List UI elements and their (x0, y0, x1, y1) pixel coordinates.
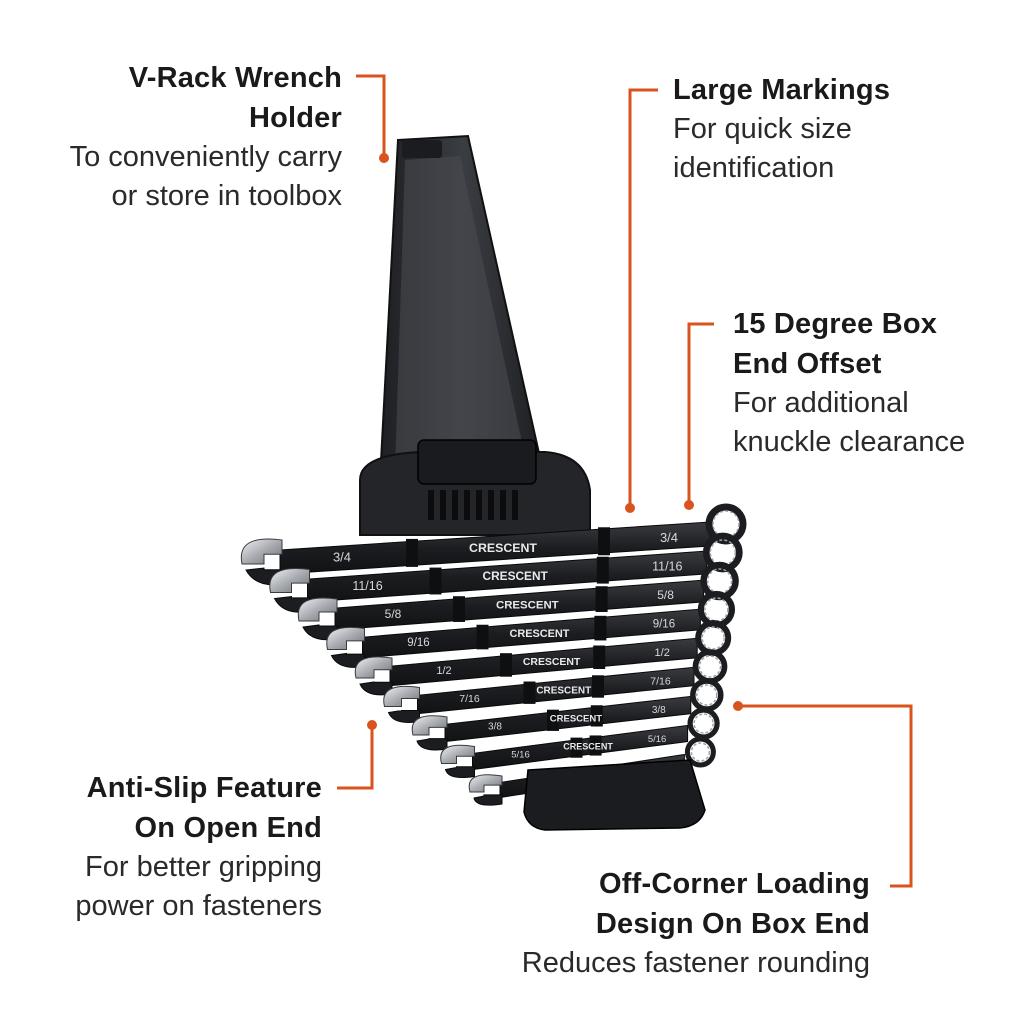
wrench-size-right: 5/16 (648, 734, 667, 745)
wrench-size-left: 3/4 (333, 550, 351, 565)
rack-divider (598, 527, 610, 556)
callout-anti-slip: Anti-Slip Feature On Open End For better… (10, 768, 322, 926)
wrench-size-right: 3/4 (660, 530, 678, 545)
wrench-size-left: 3/8 (488, 722, 502, 733)
rack-divider (406, 538, 418, 567)
rack-divider (595, 586, 608, 612)
wrench-size-left: 7/16 (459, 693, 480, 705)
wrench-brand: CRESCENT (550, 713, 602, 724)
wrench-open-end (411, 715, 448, 736)
rack-divider (593, 645, 606, 669)
wrench-open-end (297, 597, 338, 622)
wrench-brand: CRESCENT (563, 742, 613, 752)
wrench-size-right: 11/16 (652, 559, 682, 573)
wrench-size-left: 1/2 (436, 665, 451, 677)
callout-title: 15 Degree Box (733, 308, 938, 340)
wrench-box-end-teeth (698, 655, 722, 678)
wrench-size-right: 7/16 (650, 675, 671, 687)
wrench-size-left: 11/16 (352, 579, 382, 593)
rack-divider (547, 709, 559, 731)
rack-divider (523, 681, 536, 704)
wrench-size-right: 5/8 (657, 588, 674, 602)
rack-divider (589, 735, 602, 756)
callout-title: On Open End (134, 812, 322, 844)
wrench-open-end (326, 627, 365, 650)
callout-off-corner-loading: Off-Corner Loading Design On Box End Red… (460, 864, 870, 983)
rack-divider (592, 675, 604, 698)
wrench-set: 3/4CRESCENT3/411/16CRESCENT11/165/8CRESC… (240, 503, 747, 806)
rack-divider (590, 705, 603, 727)
callout-15-degree-offset: 15 Degree Box End Offset For additional … (733, 304, 1018, 462)
callout-description: For better gripping (85, 851, 322, 883)
wrench-box-end-teeth (693, 713, 714, 734)
wrench-brand: CRESCENT (523, 657, 581, 668)
callout-v-rack-holder: V-Rack Wrench Holder To conveniently car… (20, 58, 342, 216)
rack-divider (476, 624, 489, 650)
wrench-box-end-teeth (706, 568, 733, 594)
wrench-open-end-jaw (473, 794, 503, 806)
wrench-open-end-jaw (444, 766, 475, 779)
rack-divider (453, 596, 465, 622)
rack-divider (429, 567, 442, 595)
callout-title: Holder (248, 102, 342, 134)
wrench-open-end (383, 685, 420, 707)
callout-description: Reduces fastener rounding (521, 947, 870, 979)
wrench-brand: CRESCENT (536, 685, 591, 696)
rack-divider (500, 653, 512, 677)
wrench-box-end-teeth (690, 742, 711, 762)
wrench-box-end (684, 736, 716, 768)
callout-description: power on fasteners (75, 890, 322, 922)
wrench-brand: CRESCENT (496, 600, 559, 612)
wrench-box-end-teeth (709, 539, 737, 566)
v-rack-holder (359, 134, 591, 536)
callout-title: Large Markings (673, 74, 891, 106)
callout-title: Design On Box End (595, 908, 870, 940)
wrench-box-end (702, 532, 743, 573)
callout-description: For additional (733, 387, 909, 419)
wrench-size-left: 5/8 (385, 607, 402, 621)
callout-large-markings: Large Markings For quick size identifica… (673, 70, 1003, 188)
wrench-size-right: 9/16 (653, 618, 675, 630)
wrench-open-end (269, 568, 310, 593)
wrench-size-right: 1/2 (655, 647, 670, 659)
callout-description: knuckle clearance (733, 426, 966, 458)
callout-description: identification (673, 152, 835, 184)
wrench-size-right: 3/8 (652, 705, 666, 716)
callout-description: For quick size (673, 113, 852, 145)
callout-dots (367, 153, 743, 730)
rack-divider (570, 737, 583, 758)
wrench-brand: CRESCENT (483, 569, 549, 583)
wrench-size-left: 9/16 (407, 637, 429, 649)
callout-description: To conveniently carry (69, 141, 342, 173)
wrench-size-left: 5/16 (511, 749, 530, 760)
wrench-shaft (444, 695, 692, 743)
wrench-open-end (354, 656, 393, 679)
wrench-open-end (440, 744, 475, 764)
wrench-box-end-teeth (701, 626, 725, 650)
wrench-brand: CRESCENT (469, 541, 537, 555)
callout-description: or store in toolbox (111, 180, 342, 212)
callout-title: Off-Corner Loading (598, 868, 870, 900)
rack-divider (594, 615, 607, 641)
wrench-open-end-jaw (416, 738, 448, 751)
rack-divider (596, 556, 609, 584)
callout-title: V-Rack Wrench (128, 62, 342, 94)
holder-bottom-clip (523, 759, 706, 831)
callout-title: End Offset (733, 348, 882, 380)
wrench-open-end (240, 538, 283, 565)
callout-leaders (337, 74, 913, 888)
wrench-box-end-teeth (704, 597, 729, 622)
wrench-brand: CRESCENT (509, 628, 569, 640)
callout-title: Anti-Slip Feature (86, 772, 322, 804)
wrench-open-end (468, 774, 503, 793)
wrench-box-end-teeth (696, 684, 718, 706)
holder-teeth (428, 490, 518, 520)
